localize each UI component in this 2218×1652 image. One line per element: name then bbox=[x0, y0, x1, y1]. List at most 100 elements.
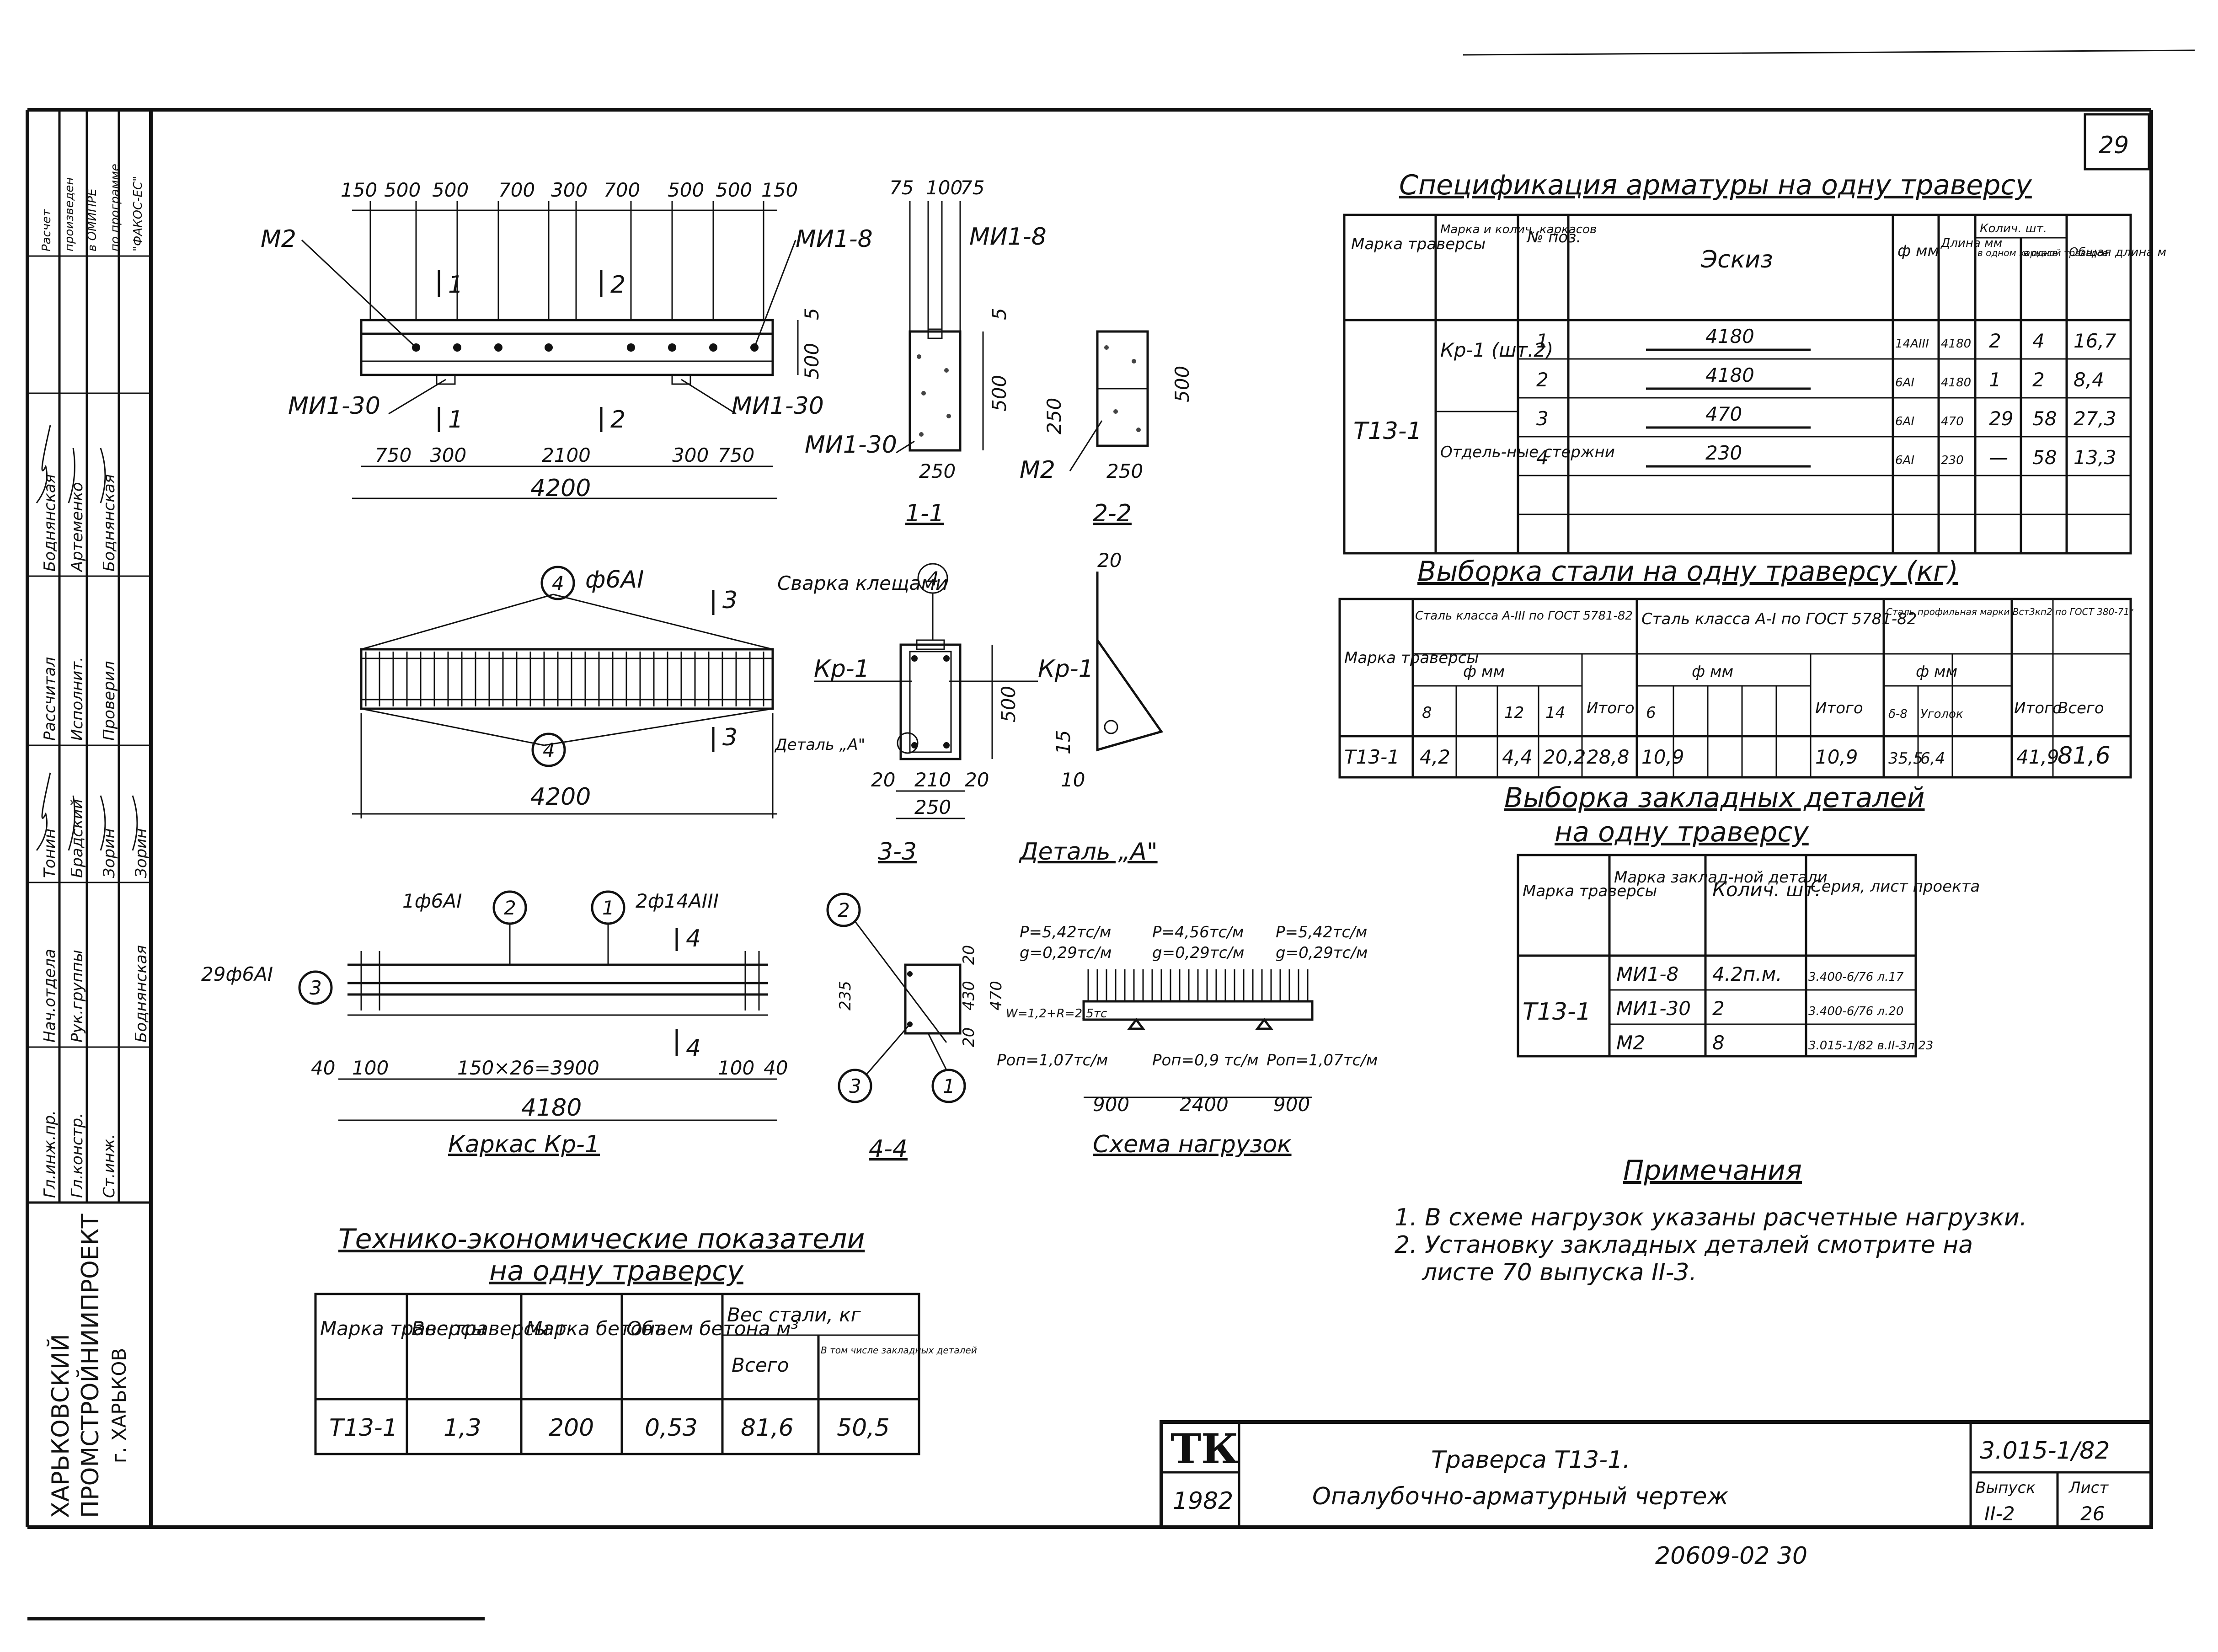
tech-sub-all: Всего bbox=[732, 1354, 789, 1376]
front-dim-bot-1: 750 bbox=[375, 444, 412, 466]
title-year: 1982 bbox=[1173, 1487, 1233, 1515]
sec11-height: 500 bbox=[988, 375, 1010, 412]
tech-h-steel: Вес стали, кг bbox=[727, 1304, 861, 1326]
spec-sub-1: в одном каркасе bbox=[1977, 247, 2058, 258]
steel-row-prof-total: 41,9 bbox=[2016, 746, 2059, 768]
stamp-name2-3: Боднянская bbox=[100, 474, 118, 572]
frame-kr1: 2 1 3 1ф6АI 2ф14АIII 29ф6АI 40 100 150×2… bbox=[201, 890, 788, 1158]
front-total: 4200 bbox=[530, 475, 591, 502]
tech-v-concrete: 200 bbox=[549, 1414, 594, 1442]
spec-pos: 1 bbox=[1536, 330, 1549, 352]
mark-m2: М2 bbox=[261, 225, 296, 253]
frame-dim-4: 100 bbox=[718, 1057, 754, 1079]
stamp-note-1: Расчет bbox=[40, 209, 53, 251]
frame-callout-3: 3 bbox=[310, 977, 322, 999]
front-dim-top-5: 300 bbox=[551, 179, 588, 201]
sec44-callout-3: 3 bbox=[849, 1075, 861, 1097]
spec-h-total: Общая длина м bbox=[2069, 246, 2166, 259]
stamp-role2-2: Исполнит. bbox=[68, 657, 86, 741]
stamp-role-1: Гл.инж.пр. bbox=[41, 1110, 59, 1198]
front-dim-top-4: 700 bbox=[498, 179, 535, 201]
sec-mark-1-bot: 1 bbox=[448, 406, 463, 433]
bottom-number: 20609-02 30 bbox=[1655, 1542, 1807, 1570]
sec33-label: 3-3 bbox=[878, 838, 917, 866]
plan-total: 4200 bbox=[530, 783, 591, 811]
emb-h-part: Марка заклад-ной детали bbox=[1614, 868, 1828, 887]
emb-h-ref: Серия, лист проекта bbox=[1811, 877, 1980, 896]
spec-pos: 4 bbox=[1536, 446, 1549, 469]
plan-view: 4 4 ф6АI 4200 3 3 bbox=[352, 566, 777, 818]
sec44-d20b: 20 bbox=[960, 1027, 978, 1047]
spec-group-2: Отдель-ные стержни bbox=[1440, 443, 1615, 461]
steel-h-a3: Сталь класса А-III по ГОСТ 5781-82 bbox=[1415, 609, 1633, 623]
steel-h-mark: Марка траверсы bbox=[1344, 649, 1479, 667]
mark-mi1-30-left: МИ1-30 bbox=[288, 392, 380, 420]
tech-title-1: Технико-экономические показатели bbox=[338, 1223, 865, 1255]
sec11-label: 1-1 bbox=[905, 500, 944, 527]
sec-mark-2-top: 2 bbox=[610, 271, 625, 299]
spec-total: 27,3 bbox=[2074, 407, 2116, 430]
frame-left: 29ф6АI bbox=[201, 963, 273, 985]
front-dim-top-8: 500 bbox=[716, 179, 752, 201]
steel-col-prof: δ-8 bbox=[1888, 707, 1908, 721]
sec-mark-2-bot: 2 bbox=[610, 406, 625, 433]
spec-n2: 58 bbox=[2032, 446, 2057, 469]
emb-qty: 2 bbox=[1712, 997, 1725, 1020]
emb-ref: 3.015-1/82 в.II-3л.23 bbox=[1808, 1039, 1933, 1053]
detail-d15: 15 bbox=[1052, 730, 1074, 754]
plan-callout-top: 4 bbox=[552, 572, 564, 594]
spec-total: 13,3 bbox=[2074, 446, 2116, 469]
front-dim-top-2: 500 bbox=[384, 179, 421, 201]
spec-d: 6АI bbox=[1895, 454, 1914, 467]
sec11-mi1-30: МИ1-30 bbox=[805, 431, 897, 459]
sec33-width: 250 bbox=[914, 796, 951, 818]
section-4-4: 2 3 1 235 20 430 470 20 4-4 bbox=[826, 893, 1005, 1163]
org-line-2: ПРОМСТРОЙНИИПРОЕКТ bbox=[76, 1214, 104, 1518]
stamp-name-2: Брадский bbox=[68, 799, 86, 878]
org-line-1: ХАРЬКОВСКИЙ bbox=[47, 1334, 75, 1518]
sec33-height: 500 bbox=[997, 686, 1020, 722]
front-dim-bot-5: 750 bbox=[718, 444, 754, 466]
stamp-name-4: Зорин bbox=[132, 828, 150, 878]
section-1-1: 75 100 75 250 500 5 1-1 МИ1-8 МИ1-30 bbox=[805, 176, 1047, 527]
front-dim-top-7: 500 bbox=[668, 179, 704, 201]
spec-n1: 1 bbox=[1989, 369, 2001, 391]
steel-col-a3: 14 bbox=[1545, 704, 1565, 722]
stamp-role2-3: Проверил bbox=[100, 661, 118, 741]
emb-h-mark: Марка траверсы bbox=[1523, 882, 1657, 900]
frame-top-b: 2ф14АIII bbox=[636, 890, 719, 912]
load-p1: Р=5,42тс/м bbox=[1020, 923, 1111, 941]
stamp-name2-1: Боднянская bbox=[41, 474, 59, 572]
spec-n2: 58 bbox=[2032, 407, 2057, 430]
frame-total: 4180 bbox=[521, 1094, 582, 1122]
tech-v-steel: 81,6 bbox=[741, 1414, 794, 1442]
sec11-mi1-8: МИ1-8 bbox=[969, 223, 1047, 251]
steel-title: Выборка стали на одну траверсу (кг) bbox=[1417, 556, 1958, 588]
title-series: 3.015-1/82 bbox=[1980, 1437, 2110, 1465]
load-dim-3: 900 bbox=[1273, 1093, 1310, 1116]
frame-dim-2: 100 bbox=[352, 1057, 389, 1079]
section-2-2: 250 500 250 2-2 М2 bbox=[1020, 330, 1193, 527]
steel-row-a3: 4,4 bbox=[1502, 746, 1533, 768]
sec33-kp-right: Кр-1 bbox=[1038, 655, 1094, 683]
sec11-top-1: 75 bbox=[889, 176, 914, 199]
load-dim-1: 900 bbox=[1093, 1093, 1129, 1116]
sec-mark-4-top: 4 bbox=[686, 925, 701, 952]
sec-mark-1-top: 1 bbox=[448, 271, 463, 299]
stamp-note-4: по программе bbox=[108, 164, 122, 251]
spec-len: 4180 bbox=[1941, 337, 1971, 351]
steel-h-d-a3: ф мм bbox=[1463, 663, 1505, 681]
load-w: W=1,2+R=2,5тс bbox=[1006, 1007, 1107, 1021]
steel-row-a3-total: 28,8 bbox=[1587, 746, 1630, 768]
sec22-h250: 250 bbox=[1043, 398, 1065, 434]
spec-d: 14АIII bbox=[1895, 337, 1929, 351]
spec-h-pos: № поз. bbox=[1526, 228, 1581, 246]
front-dim-top-6: 700 bbox=[604, 179, 640, 201]
front-dim-bot-2: 300 bbox=[430, 444, 466, 466]
stamp-role2-1: Рассчитал bbox=[41, 657, 59, 741]
spec-len: 230 bbox=[1941, 454, 1964, 467]
org-line-3: г. ХАРЬКОВ bbox=[108, 1348, 130, 1463]
load-arrows bbox=[1087, 969, 1309, 1001]
front-dim-top-1: 150 bbox=[341, 179, 377, 201]
